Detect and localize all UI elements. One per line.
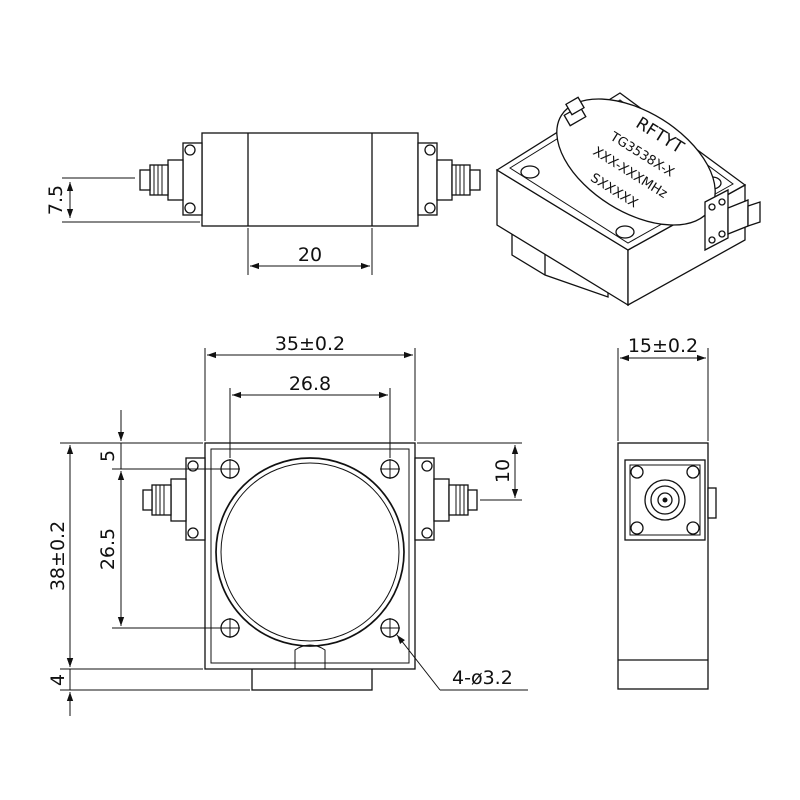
side-connector [624,459,706,541]
dim-top-height: 7.5 [45,177,200,223]
side-view: 15±0.2 [617,335,717,690]
dim-top-length-label: 20 [298,244,322,266]
front-right-connector [414,457,478,541]
iso-right-connector [704,188,761,252]
top-left-connector [139,142,203,216]
dim-hole-spacing-x-label: 26.8 [289,373,331,395]
dim-hole-spacing-y-label: 26.5 [97,528,119,570]
dim-top-height-label: 7.5 [45,185,67,215]
mount-holes [220,459,400,638]
dim-side-thickness: 15±0.2 [617,335,709,441]
top-view: 7.5 20 [45,132,481,275]
front-left-connector [142,457,206,541]
label-cover: RFTYT TG3538X-X XXX-XXXMHz SXXXXX [556,98,716,226]
isometric-view: RFTYT TG3538X-X XXX-XXXMHz SXXXXX [495,92,761,307]
dim-hole-offsets: 5 26.5 [97,410,220,629]
dim-front-width: 35±0.2 [204,333,416,441]
dim-hole-offset-top-label: 5 [97,450,119,462]
dim-connector-offset-label: 10 [492,459,514,483]
dim-side-thickness-label: 15±0.2 [628,335,698,357]
dim-base-height-label: 4 [47,674,69,686]
hole-callout-label: 4-ø3.2 [452,667,513,689]
dim-connector-offset: 10 [417,442,522,501]
dim-front-height-label: 38±0.2 [47,521,69,591]
dim-hole-spacing-x: 26.8 [229,373,391,458]
hole-callout: 4-ø3.2 [396,634,528,691]
iso-top-connector [563,96,587,127]
dim-top-length: 20 [247,228,373,275]
front-view: 35±0.2 26.8 38±0.2 5 26.5 [47,333,528,716]
dim-base-height: 4 [47,644,250,716]
top-right-connector [417,142,481,216]
dim-front-height: 38±0.2 [47,442,203,670]
dim-front-width-label: 35±0.2 [275,333,345,355]
